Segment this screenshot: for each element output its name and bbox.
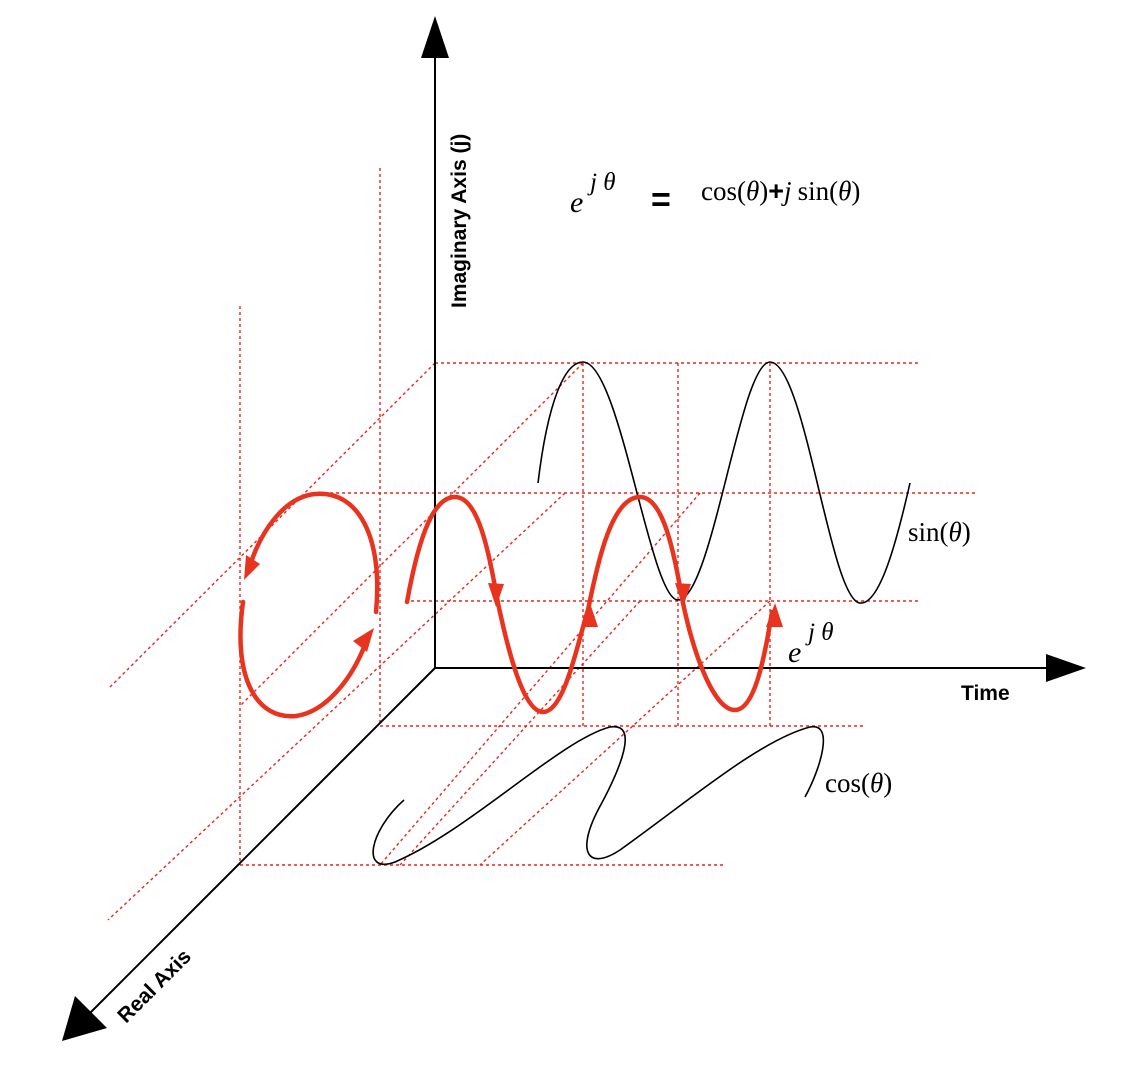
circle-projection bbox=[238, 491, 380, 719]
guide-diagonal-4 bbox=[379, 492, 701, 866]
guide-diagonal-3 bbox=[107, 492, 566, 921]
sin-label-theta: θ bbox=[949, 517, 962, 547]
guide-diagonal-2 bbox=[239, 362, 584, 707]
helix-label-exponent: j θ bbox=[805, 619, 833, 646]
formula-paren-open-1: ( bbox=[737, 176, 746, 206]
formula-theta-2: θ bbox=[838, 176, 851, 206]
real-axis-arrowhead bbox=[62, 996, 107, 1041]
formula-plus: + bbox=[768, 176, 784, 206]
helix-label: e j θ bbox=[788, 619, 833, 669]
guide-lines bbox=[107, 168, 975, 921]
circle-lower-arrowhead bbox=[353, 628, 374, 652]
cos-label-open: ( bbox=[861, 768, 870, 798]
formula-sin: sin bbox=[798, 176, 830, 206]
real-axis-line bbox=[89, 667, 436, 1014]
cos-label-close: ) bbox=[883, 768, 892, 798]
axes bbox=[62, 16, 1086, 1041]
helix-arrowhead-4 bbox=[766, 603, 783, 627]
sine-projection-curve bbox=[537, 361, 911, 604]
formula-theta-1: θ bbox=[746, 176, 759, 206]
formula-cos: cos bbox=[701, 176, 737, 206]
guide-diagonal-5 bbox=[479, 600, 771, 866]
sin-label: sin(θ) bbox=[908, 517, 971, 547]
formula-j: j bbox=[781, 176, 792, 206]
sin-label-open: ( bbox=[940, 517, 949, 547]
formula-paren-open-2: ( bbox=[829, 176, 838, 206]
time-axis-label: Time bbox=[961, 682, 1010, 705]
time-axis-arrowhead bbox=[1046, 654, 1086, 682]
formula-paren-close-2: ) bbox=[851, 176, 860, 206]
formula-base: e bbox=[570, 186, 583, 219]
imaginary-axis-arrowhead bbox=[421, 16, 449, 58]
imaginary-axis-label: Imaginary Axis (j) bbox=[448, 134, 471, 308]
helix-arrowhead-3 bbox=[675, 583, 691, 607]
cos-label-fn: cos bbox=[825, 768, 861, 798]
helix-label-base: e bbox=[788, 636, 801, 669]
cosine-projection-curve bbox=[372, 726, 825, 865]
formula-exponent: j θ bbox=[587, 169, 615, 196]
circle-upper-arrowhead bbox=[244, 555, 260, 580]
cos-label: cos(θ) bbox=[825, 768, 892, 798]
circle-lower-arc bbox=[238, 599, 369, 719]
sin-label-close: ) bbox=[962, 517, 971, 547]
helix-arrowhead-2 bbox=[582, 603, 598, 627]
formula-paren-close-1: ) bbox=[759, 176, 768, 206]
formula-equals: = bbox=[651, 181, 671, 219]
sin-label-fn: sin bbox=[908, 517, 940, 547]
cos-label-theta: θ bbox=[870, 768, 883, 798]
helix-curve bbox=[404, 494, 783, 715]
real-axis-label: Real Axis bbox=[113, 945, 196, 1028]
circle-upper-arc bbox=[245, 491, 380, 615]
helix-arrowhead-1 bbox=[488, 583, 504, 607]
